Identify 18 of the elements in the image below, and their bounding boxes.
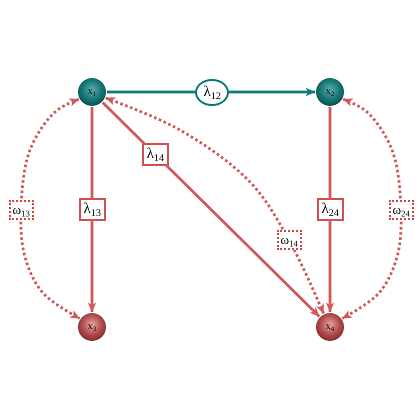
node-label: x$_{2}$ [326,87,334,97]
edge-label: ω$_{14}$ [276,230,302,250]
dotted-double-arrow [342,98,403,320]
sphere-node [78,313,106,341]
sphere-node [316,78,344,106]
arrow [88,107,96,312]
edge-label: ω$_{24}$ [388,200,414,220]
node-label: x$_{1}$ [88,87,96,97]
sphere-node [78,78,106,106]
edge-label: λ$_{14}$ [142,142,170,166]
sphere-node [316,313,344,341]
arrow [326,107,334,312]
node-label: x$_{3}$ [88,322,96,332]
node-label: x$_{4}$ [326,322,334,332]
edge-label: ω$_{13}$ [8,200,34,220]
edge-label: λ$_{12}$ [195,78,229,106]
edge-label: λ$_{24}$ [316,198,344,221]
edge-label: λ$_{13}$ [78,198,106,221]
